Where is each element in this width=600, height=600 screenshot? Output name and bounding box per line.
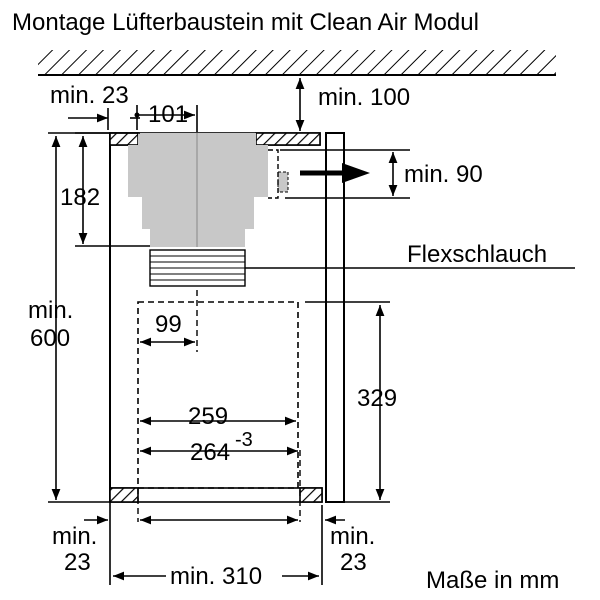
dim-259: 259: [188, 403, 228, 430]
flexschlauch-label: Flexschlauch: [407, 241, 547, 268]
outlet-outline: [268, 149, 279, 199]
fan-module: [128, 133, 289, 247]
dim-264-tolerance: -3: [235, 429, 253, 451]
cabinet-right-panel: [325, 132, 345, 503]
dim-101: 101: [148, 101, 188, 128]
flex-hose: [149, 249, 246, 287]
dim-min23-br-min: min.: [330, 523, 375, 550]
dim-329: 329: [357, 385, 397, 412]
dim-min310: min. 310: [170, 563, 262, 590]
dim-min23-bl-min: min.: [52, 523, 97, 550]
units-note: Maße in mm: [426, 567, 559, 594]
dim-min90: min. 90: [404, 161, 483, 188]
dim-182: 182: [60, 184, 100, 211]
diagram-title: Montage Lüfterbaustein mit Clean Air Mod…: [12, 9, 479, 36]
dim-264: 264: [190, 439, 230, 466]
dim-min100: min. 100: [318, 84, 410, 111]
dim-min23-br-value: 23: [340, 549, 367, 576]
cabinet-bottom-board: [109, 487, 323, 503]
appliance-outline: [137, 301, 299, 489]
dim-min23-bl-value: 23: [64, 549, 91, 576]
dim-99: 99: [155, 311, 182, 338]
dim-600-min: min.: [28, 297, 73, 324]
dim-min23-top: min. 23: [50, 82, 129, 109]
airflow-arrow: [300, 163, 370, 183]
ceiling: [38, 50, 556, 76]
dim-600-value: 600: [30, 325, 70, 352]
